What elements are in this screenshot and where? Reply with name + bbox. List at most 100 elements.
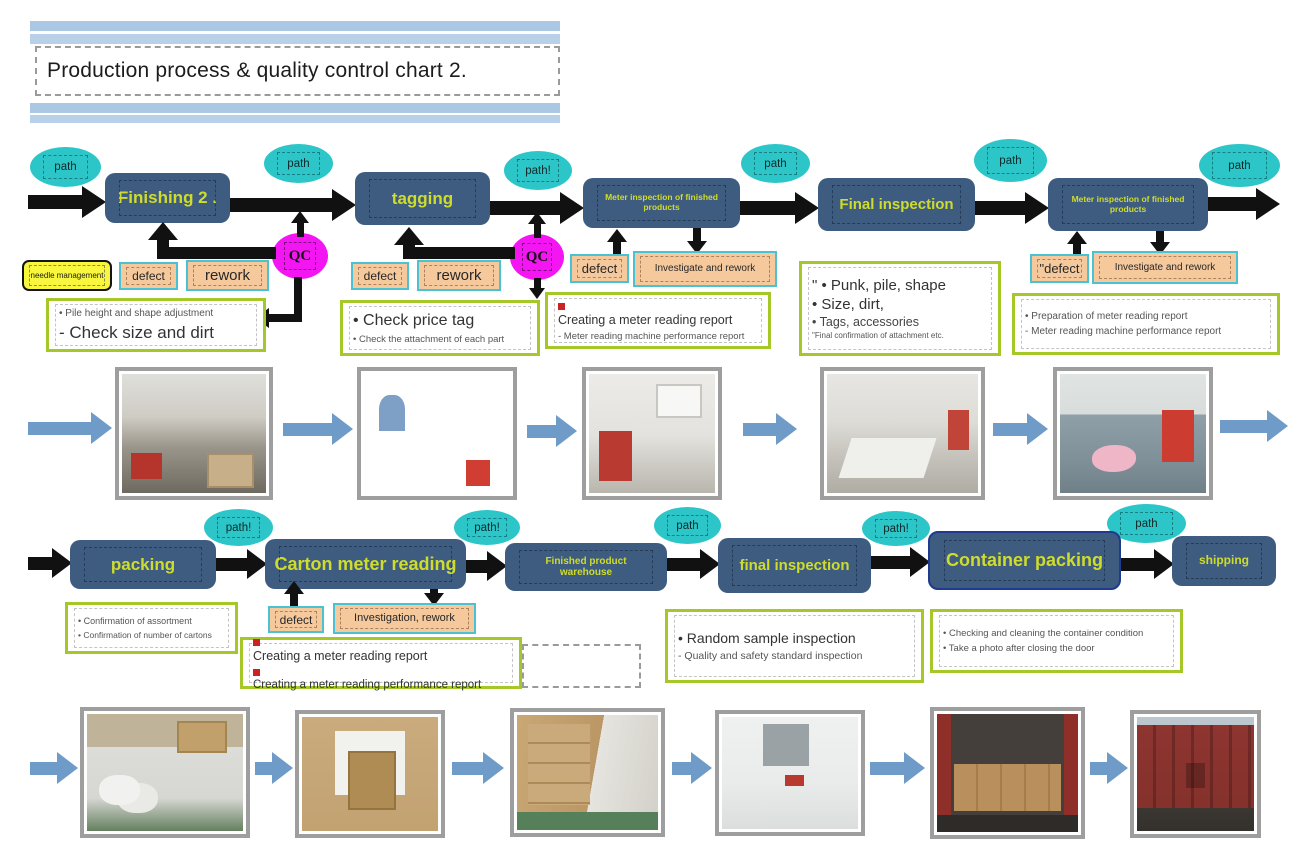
tag-needle-management: needle management bbox=[22, 260, 112, 291]
note-container-packing: • Checking and cleaning the container co… bbox=[930, 609, 1183, 673]
photo-meter-inspection-room bbox=[589, 374, 715, 493]
note-line: • Size, dirt, bbox=[812, 296, 884, 313]
note-line: • Preparation of meter reading report bbox=[1025, 311, 1188, 322]
flow-arrow bbox=[464, 551, 507, 581]
photo-arrow bbox=[870, 752, 925, 784]
photo bbox=[115, 367, 273, 500]
step-finishing-2: Finishing 2 . bbox=[105, 173, 230, 223]
flow-arrow bbox=[666, 549, 720, 579]
photo-container-loading-cartons bbox=[937, 714, 1078, 832]
note-line: • Confirmation of assortment bbox=[78, 616, 192, 626]
note-line: - Check size and dirt bbox=[59, 322, 214, 342]
flow-arrow bbox=[1207, 188, 1280, 220]
photo-packing-worker-table bbox=[87, 714, 243, 831]
note-line: "Final confirmation of attachment etc. bbox=[812, 331, 944, 340]
note-line: • Checking and cleaning the container co… bbox=[943, 628, 1144, 639]
qc-node: QC bbox=[272, 233, 328, 279]
photo-carton-warehouse bbox=[517, 715, 658, 830]
photo-factory-floor-overview bbox=[122, 374, 266, 493]
path-ellipse: path bbox=[654, 507, 721, 544]
photo bbox=[930, 707, 1085, 839]
flow-arrow bbox=[974, 192, 1049, 224]
tag-investigate: Investigate and rework bbox=[1092, 251, 1238, 284]
tag-investigate: Investigate and rework bbox=[633, 251, 777, 287]
photo-container-doors-closed bbox=[1137, 717, 1254, 831]
tag-defect: "defect bbox=[1030, 254, 1089, 283]
qc-note-line bbox=[268, 314, 300, 322]
tag-rework: rework bbox=[417, 260, 501, 291]
tag-defect: defect bbox=[268, 606, 324, 633]
rework-return-line bbox=[408, 247, 515, 259]
photo bbox=[582, 367, 722, 500]
tag-defect: defect bbox=[570, 254, 629, 283]
flow-arrow bbox=[489, 192, 584, 224]
defect-up-arrow bbox=[1067, 231, 1087, 257]
photo bbox=[80, 707, 250, 838]
photo-arrow bbox=[30, 752, 78, 784]
note-tagging: • Check price tag • Check the attachment… bbox=[340, 300, 540, 356]
step-container-packing: Container packing bbox=[928, 531, 1121, 590]
photo bbox=[510, 708, 665, 837]
tag-defect: defect bbox=[351, 262, 409, 290]
photo-carton-metal-detector bbox=[302, 717, 438, 831]
qc-note-line bbox=[294, 277, 302, 322]
note-packing: • Confirmation of assortment • Confirmat… bbox=[65, 602, 238, 654]
photo bbox=[295, 710, 445, 838]
note-line: • Check price tag bbox=[353, 311, 475, 329]
note-line: • Check the attachment of each part bbox=[353, 333, 505, 345]
qc-down-arrow bbox=[529, 278, 545, 299]
step-carton-meter-reading: Carton meter reading bbox=[265, 539, 466, 589]
note-line: Creating a meter reading performance rep… bbox=[253, 667, 509, 691]
note-line: • Pile height and shape adjustment bbox=[59, 307, 214, 319]
header-stripe bbox=[30, 21, 560, 31]
flow-arrow bbox=[1119, 549, 1174, 579]
photo bbox=[715, 710, 865, 836]
note-line: Creating a meter reading report bbox=[253, 635, 509, 663]
photo-plush-inspection-table bbox=[1060, 374, 1206, 493]
photo-inspection-desk-tools bbox=[722, 717, 858, 829]
header-stripe bbox=[30, 115, 560, 123]
note-line: - Meter reading machine performance repo… bbox=[1025, 326, 1222, 337]
header-stripe bbox=[30, 103, 560, 113]
note-final-inspection-2: • Random sample inspection - Quality and… bbox=[665, 609, 924, 683]
investigate-down-arrow bbox=[424, 589, 444, 606]
red-bullet bbox=[253, 639, 260, 646]
path-ellipse: path! bbox=[454, 510, 520, 545]
photo-arrow bbox=[993, 413, 1048, 445]
note-final-inspection: " • Punk, pile, shape • Size, dirt, • Ta… bbox=[799, 261, 1001, 356]
note-line: - Quality and safety standard inspection bbox=[678, 650, 863, 662]
photo-arrow bbox=[527, 415, 577, 447]
flow-arrow bbox=[869, 547, 930, 577]
note-line: • Tags, accessories bbox=[812, 315, 919, 329]
path-ellipse: path bbox=[264, 144, 333, 183]
photo bbox=[820, 367, 985, 500]
note-line: Creating a meter reading report bbox=[558, 299, 758, 327]
investigate-down-arrow bbox=[687, 228, 707, 254]
step-finished-product-warehouse: Finished product warehouse bbox=[505, 543, 667, 591]
empty-dashed-box bbox=[522, 644, 641, 688]
red-bullet bbox=[558, 303, 565, 310]
step-meter-inspection-2: Meter inspection of finished products bbox=[1048, 178, 1208, 231]
defect-up-arrow bbox=[607, 229, 627, 256]
note-line: " • Punk, pile, shape bbox=[812, 277, 946, 294]
step-shipping: shipping bbox=[1172, 536, 1276, 586]
step-final-inspection-1: Final inspection bbox=[818, 178, 975, 231]
qc-up-arrow bbox=[528, 212, 546, 238]
photo-final-inspection-room bbox=[827, 374, 978, 493]
photo bbox=[1053, 367, 1213, 500]
tag-investigation: Investigation, rework bbox=[333, 603, 476, 634]
step-packing: packing bbox=[70, 540, 216, 589]
note-line: - Meter reading machine performance repo… bbox=[558, 331, 745, 342]
photo-arrow bbox=[672, 752, 712, 784]
photo-arrow bbox=[1220, 410, 1288, 442]
photo-arrow bbox=[743, 413, 797, 445]
photo bbox=[1130, 710, 1261, 838]
qc-node: QC bbox=[510, 234, 564, 280]
flow-arrow bbox=[28, 186, 106, 218]
flow-arrow bbox=[213, 549, 267, 579]
page-title: Production process & quality control cha… bbox=[35, 46, 560, 96]
path-ellipse: path! bbox=[204, 509, 273, 546]
photo-arrow bbox=[283, 413, 353, 445]
defect-up-arrow bbox=[283, 581, 305, 607]
